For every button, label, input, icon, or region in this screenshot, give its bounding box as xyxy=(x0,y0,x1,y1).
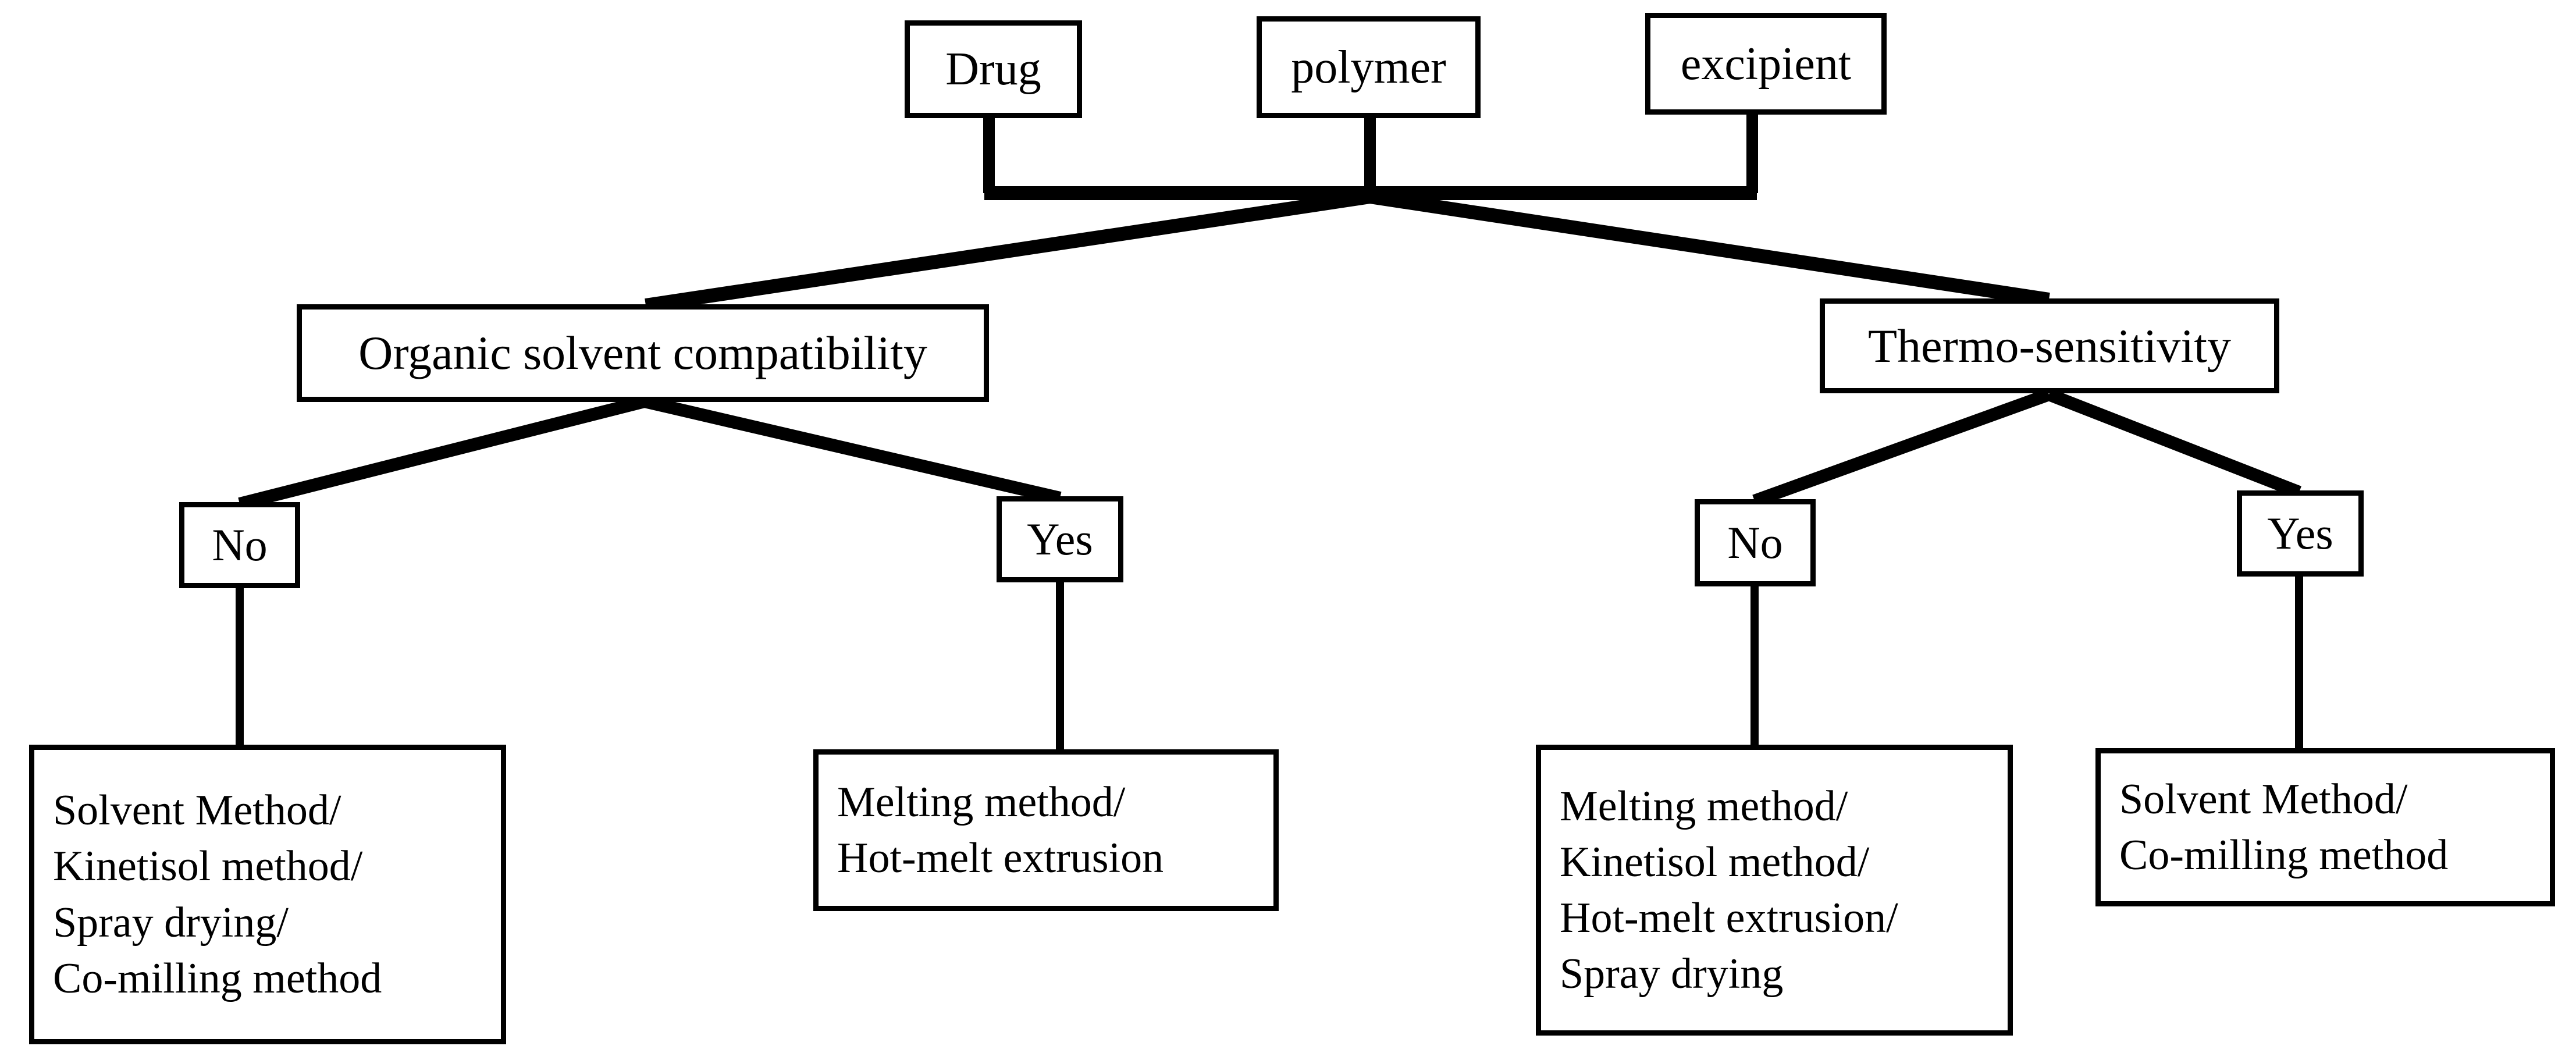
node-decision-thermo-no[interactable]: No xyxy=(1695,499,1816,586)
node-outcome-thermo-no[interactable]: Melting method/ Kinetisol method/ Hot-me… xyxy=(1536,745,2013,1036)
edge-organic-solvent-compatibility-to-yes xyxy=(643,395,1062,504)
node-outcome-thermo-no-label: Melting method/ Kinetisol method/ Hot-me… xyxy=(1560,782,1898,998)
node-drug[interactable]: Drug xyxy=(905,20,1082,118)
node-decision-osc-yes[interactable]: Yes xyxy=(997,496,1123,582)
node-outcome-thermo-yes-label: Solvent Method/ Co-milling method xyxy=(2119,775,2449,879)
node-polymer-label: polymer xyxy=(1291,41,1446,93)
node-outcome-osc-no-label: Solvent Method/ Kinetisol method/ Spray … xyxy=(53,787,382,1002)
node-decision-osc-no-label: No xyxy=(212,520,268,570)
node-thermo-sensitivity-label: Thermo-sensitivity xyxy=(1867,319,2231,372)
node-organic-solvent-compatibility-label: Organic solvent compatibility xyxy=(358,326,927,379)
node-outcome-thermo-yes[interactable]: Solvent Method/ Co-milling method xyxy=(2095,748,2555,906)
edge-thermo-sensitivity-to-yes xyxy=(2046,388,2302,499)
node-thermo-sensitivity[interactable]: Thermo-sensitivity xyxy=(1820,298,2279,393)
node-decision-thermo-no-label: No xyxy=(1727,517,1783,568)
node-organic-solvent-compatibility[interactable]: Organic solvent compatibility xyxy=(297,304,989,402)
edge-bus-to-organic-solvent-compatibility xyxy=(645,190,1371,312)
node-excipient-label: excipient xyxy=(1680,38,1852,90)
node-decision-osc-no[interactable]: No xyxy=(179,502,300,588)
node-drug-label: Drug xyxy=(945,44,1041,95)
node-decision-thermo-yes[interactable]: Yes xyxy=(2237,490,2364,577)
edge-bus-to-thermo-sensitivity xyxy=(1369,190,2050,307)
node-outcome-osc-yes[interactable]: Melting method/ Hot-melt extrusion xyxy=(813,749,1279,911)
node-decision-osc-yes-label: Yes xyxy=(1027,514,1093,564)
edge-thermo-sensitivity-to-no xyxy=(1752,388,2051,507)
node-decision-thermo-yes-label: Yes xyxy=(2267,508,2333,559)
edge-organic-solvent-compatibility-to-no xyxy=(238,395,646,510)
node-excipient[interactable]: excipient xyxy=(1645,13,1887,115)
node-outcome-osc-no[interactable]: Solvent Method/ Kinetisol method/ Spray … xyxy=(29,745,506,1044)
node-outcome-osc-yes-label: Melting method/ Hot-melt extrusion xyxy=(837,778,1164,882)
node-polymer[interactable]: polymer xyxy=(1257,16,1481,118)
